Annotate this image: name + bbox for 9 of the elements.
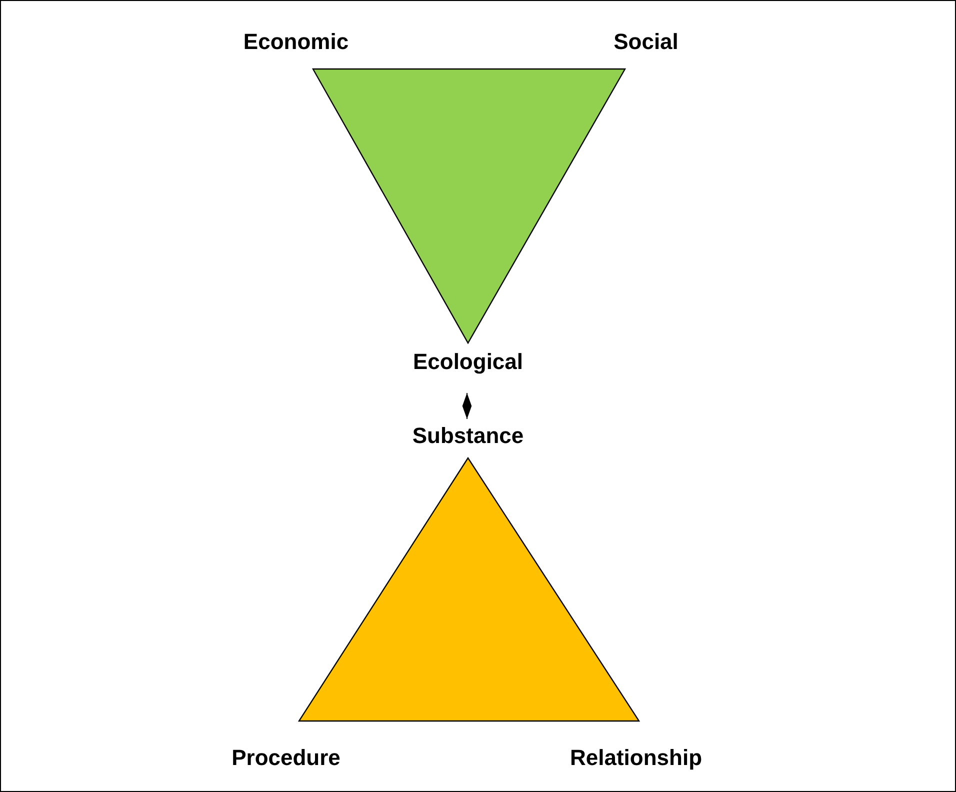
corner-label: Relationship xyxy=(570,745,702,771)
double-arrow xyxy=(462,392,472,420)
corner-label: Ecological xyxy=(412,349,524,375)
triangle xyxy=(298,456,640,722)
corner-label: Substance xyxy=(412,423,524,449)
triangle xyxy=(312,68,626,344)
corner-label: Social xyxy=(614,29,678,55)
corner-label: Economic xyxy=(243,29,349,55)
corner-label: Procedure xyxy=(232,745,340,771)
